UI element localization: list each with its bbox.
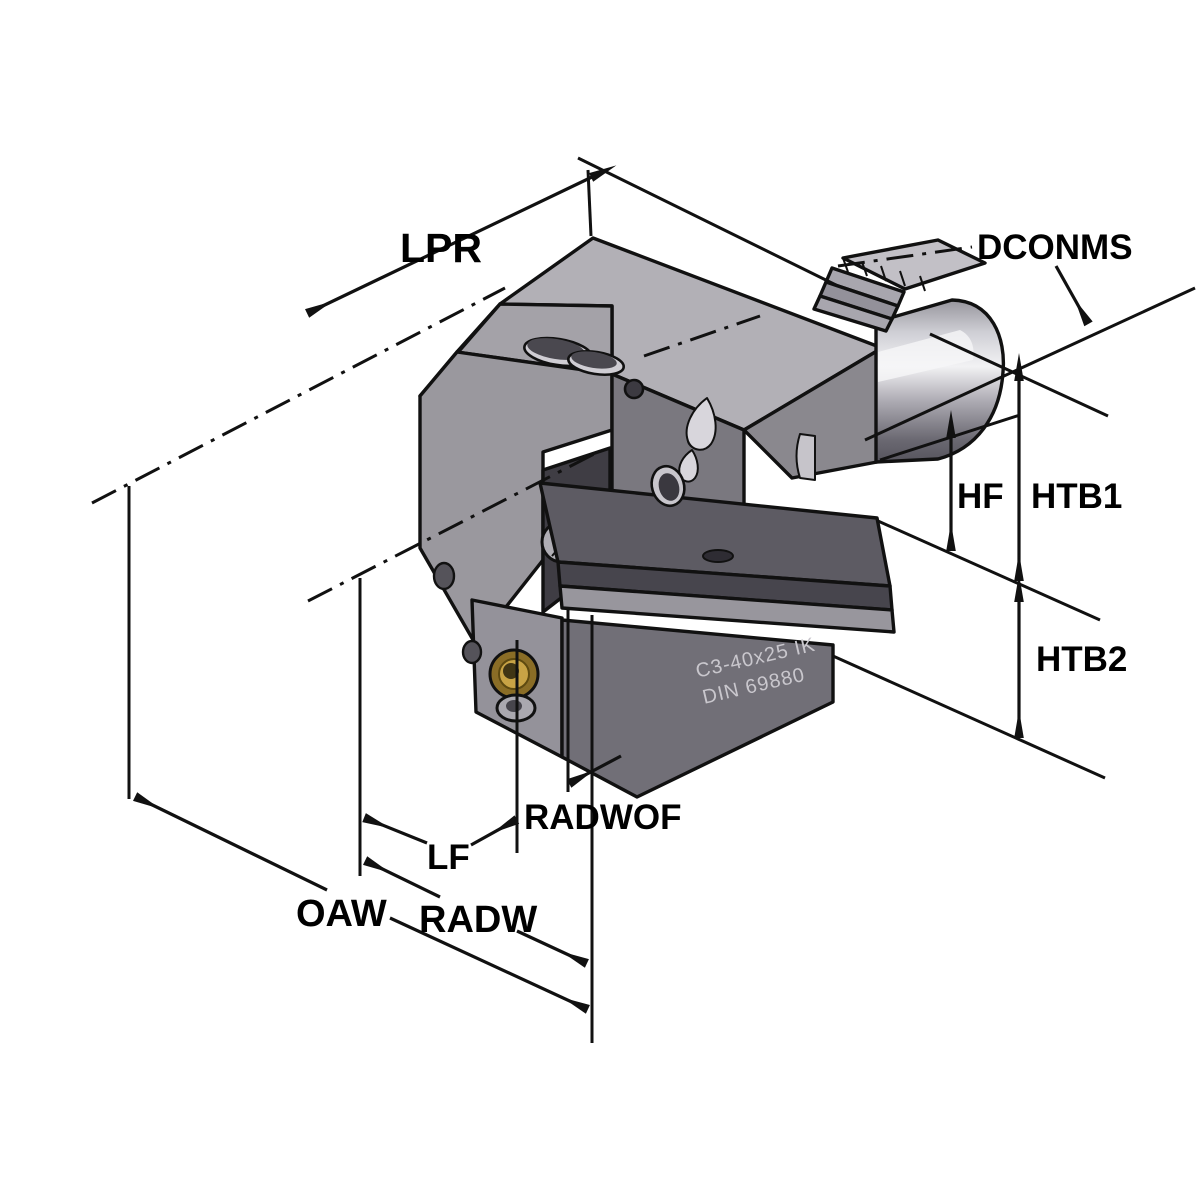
label-oaw: OAW	[296, 893, 387, 935]
oaw-arrow-right	[389, 916, 590, 1014]
top-face-oval2-hole	[571, 351, 617, 369]
oaw-arrow-left	[132, 792, 328, 892]
seat-bore-end	[795, 433, 816, 481]
centerline-shank-left	[643, 314, 761, 358]
centerline-lower-axis	[307, 450, 599, 603]
tool-holder-body: C3-40x25 IK DIN 69880	[418, 236, 1006, 799]
radw-arrow-left	[363, 856, 441, 899]
teardrop-cutout-small	[678, 449, 699, 483]
dimension-dconms	[1054, 265, 1093, 327]
dimension-lpr	[305, 165, 617, 318]
dconms-leader-arrow	[1054, 265, 1093, 327]
label-lpr: LPR	[400, 225, 482, 271]
ext-line-dconms-tangent	[864, 286, 1196, 442]
top-face-hole-1	[623, 378, 645, 400]
lf-arrow-right	[470, 815, 520, 847]
ext-line-block-bottom-level	[832, 654, 1106, 780]
radw-arrow-right	[516, 929, 589, 968]
lf-arrow-left	[362, 813, 428, 845]
front-left-face-hole	[432, 561, 456, 591]
coolant-fitting-bore	[503, 663, 519, 679]
label-dconms: DCONMS	[977, 228, 1133, 267]
teardrop-cutout-large	[685, 397, 717, 451]
extension-lines	[127, 156, 1196, 1043]
seat-shim-strip	[558, 584, 896, 634]
label-htb2: HTB2	[1036, 640, 1127, 679]
ext-line-seat-top-level	[877, 519, 1101, 622]
vdi-shank-cylinder	[874, 298, 1006, 464]
centerline-shank-right	[837, 245, 973, 268]
label-radw: RADW	[419, 899, 537, 941]
seat-plate-screw-hole	[702, 549, 734, 563]
centerline-upper-axis	[91, 286, 506, 505]
front-face-ring-hole	[658, 473, 680, 501]
dimension-radw	[363, 856, 589, 968]
clamp-block-front-right-face	[560, 618, 835, 799]
label-hf: HF	[957, 477, 1004, 516]
ext-line-lpr-shank	[577, 156, 839, 288]
dimension-oaw	[132, 792, 590, 1014]
radwof-leader-arrow	[566, 754, 622, 788]
label-htb1: HTB1	[1031, 477, 1122, 516]
lpr-dimension-line	[305, 165, 617, 318]
coolant-washer-hole	[506, 700, 522, 712]
clamp-left-hole	[461, 639, 483, 665]
dimension-radwof	[566, 754, 622, 788]
shank-serration-step3	[812, 294, 894, 333]
dimension-lf	[362, 813, 520, 847]
label-lf: LF	[427, 838, 470, 877]
label-radwof: RADWOF	[524, 798, 681, 837]
